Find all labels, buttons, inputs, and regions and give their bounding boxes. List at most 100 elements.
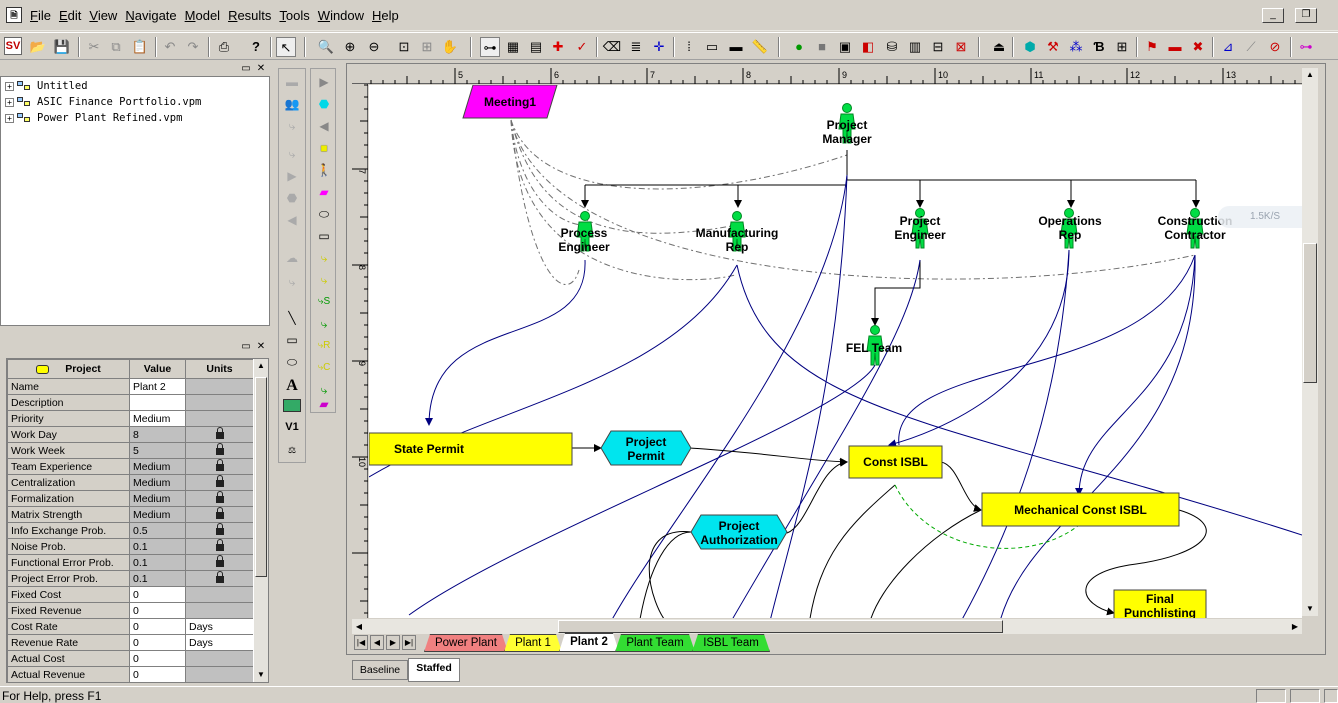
last-sheet-icon[interactable]: ▶| bbox=[402, 635, 416, 650]
property-value[interactable]: 0 bbox=[129, 634, 186, 651]
eraser-icon[interactable]: ⌫ bbox=[602, 39, 622, 54]
paste-icon[interactable]: 📋 bbox=[131, 39, 149, 54]
milestone-icon[interactable]: ⬣ bbox=[318, 97, 330, 111]
expand-icon[interactable]: + bbox=[5, 113, 14, 123]
menu-window[interactable]: Window bbox=[317, 8, 365, 23]
rectangle-icon[interactable]: ▭ bbox=[286, 333, 298, 347]
property-value[interactable]: Medium bbox=[129, 490, 186, 507]
cost-icon[interactable]: ⛁ bbox=[886, 39, 898, 54]
property-row[interactable]: Noise Prob.0.1 bbox=[7, 538, 254, 555]
team-icon[interactable]: 👥 bbox=[284, 97, 300, 111]
save-icon[interactable]: 💾 bbox=[53, 39, 71, 54]
expand-icon[interactable]: + bbox=[5, 81, 14, 91]
milestone-end-icon[interactable]: ◀ bbox=[319, 119, 329, 133]
layers-icon[interactable]: ≣ bbox=[630, 39, 642, 54]
scroll-down-icon[interactable]: ▼ bbox=[1306, 604, 1314, 613]
pane-close-icon[interactable]: ✕ bbox=[256, 63, 266, 74]
property-value[interactable] bbox=[129, 394, 186, 411]
prev-sheet-icon[interactable]: ◀ bbox=[370, 635, 384, 650]
next-sheet-icon[interactable]: ▶ bbox=[386, 635, 400, 650]
pan-hand-icon[interactable]: ✋ bbox=[441, 39, 459, 54]
line-icon[interactable]: ╲ bbox=[288, 311, 296, 325]
property-value[interactable]: 8 bbox=[129, 426, 186, 443]
property-value[interactable]: 0.1 bbox=[129, 554, 186, 571]
canvas-horizontal-scrollbar[interactable]: ◀ ▶ bbox=[352, 619, 1302, 634]
cloud-icon[interactable]: ☁ bbox=[286, 251, 298, 265]
tree-item[interactable]: + Power Plant Refined.vpm bbox=[5, 111, 182, 125]
meeting-shape[interactable] bbox=[462, 85, 558, 119]
property-value[interactable]: 0 bbox=[129, 618, 186, 635]
property-value[interactable]: 0 bbox=[129, 586, 186, 603]
hexagon-icon[interactable]: ⬣ bbox=[286, 191, 298, 205]
property-value[interactable]: Medium bbox=[129, 506, 186, 523]
tree-item[interactable]: + ASIC Finance Portfolio.vpm bbox=[5, 95, 201, 109]
bar-icon[interactable]: ▬ bbox=[1168, 39, 1182, 54]
property-row[interactable]: Functional Error Prob.0.1 bbox=[7, 554, 254, 571]
menu-navigate[interactable]: Navigate bbox=[125, 8, 177, 23]
property-value[interactable]: 5 bbox=[129, 442, 186, 459]
link-icon[interactable]: ⤷ bbox=[288, 119, 296, 133]
flag-icon[interactable]: ⚑ bbox=[1146, 39, 1158, 54]
property-value[interactable]: Medium bbox=[129, 474, 186, 491]
menu-model[interactable]: Model bbox=[184, 8, 221, 23]
lock-icon[interactable] bbox=[215, 555, 224, 567]
milestone-start-icon[interactable]: ▶ bbox=[319, 75, 329, 89]
sheet-tab-plant-team[interactable]: Plant Team bbox=[615, 634, 695, 652]
dotted-grid-icon[interactable]: ⁞ bbox=[687, 39, 691, 54]
run-icon[interactable]: ● bbox=[795, 39, 803, 54]
property-value[interactable]: 0 bbox=[129, 666, 186, 682]
lock-icon[interactable] bbox=[215, 539, 224, 551]
meeting-icon[interactable]: ▰ bbox=[319, 185, 329, 199]
link-icon[interactable]: ⤷ bbox=[288, 275, 296, 289]
pane-close-icon[interactable]: ✕ bbox=[256, 341, 266, 352]
minimize-button[interactable]: _ bbox=[1262, 8, 1284, 23]
org-chart-icon[interactable]: ⊶ bbox=[1299, 39, 1313, 54]
property-value[interactable]: 0 bbox=[129, 602, 186, 619]
scroll-down-icon[interactable]: ▼ bbox=[257, 670, 265, 679]
sheet-tab-isbl-team[interactable]: ISBL Team bbox=[692, 634, 770, 652]
r-link-icon[interactable]: ⤷R bbox=[317, 340, 331, 351]
lock-icon[interactable] bbox=[215, 427, 224, 439]
property-value[interactable]: Medium bbox=[129, 458, 186, 475]
property-row[interactable]: Info Exchange Prob.0.5 bbox=[7, 522, 254, 539]
scroll-up-icon[interactable]: ▲ bbox=[1306, 70, 1314, 79]
lock-icon[interactable] bbox=[215, 443, 224, 455]
copy-icon[interactable]: ⧉ bbox=[111, 39, 121, 54]
scroll-thumb[interactable] bbox=[1303, 243, 1317, 383]
grid-view-icon[interactable]: ▦ bbox=[506, 39, 520, 54]
property-value[interactable]: 0.5 bbox=[129, 522, 186, 539]
property-value[interactable]: 0.1 bbox=[129, 570, 186, 587]
image-icon[interactable] bbox=[283, 399, 301, 412]
backlog-icon[interactable]: ▥ bbox=[908, 39, 922, 54]
menu-edit[interactable]: Edit bbox=[58, 8, 82, 23]
expand-icon[interactable]: + bbox=[5, 97, 14, 107]
lock-icon[interactable] bbox=[215, 523, 224, 535]
arrow-shape-icon[interactable]: ▶ bbox=[287, 169, 297, 183]
meeting-link-icon[interactable]: ▰ bbox=[319, 397, 329, 411]
link-icon[interactable]: ⤷ bbox=[320, 383, 328, 397]
ellipse-icon[interactable]: ⬭ bbox=[286, 355, 298, 369]
spellcheck-icon[interactable]: ✓ bbox=[576, 39, 588, 54]
lock-icon[interactable] bbox=[215, 571, 224, 583]
final-punchlisting-task[interactable] bbox=[1113, 589, 1207, 618]
pane-restore-icon[interactable]: ▭ bbox=[241, 341, 251, 352]
help-icon[interactable]: ? bbox=[252, 39, 260, 54]
property-value[interactable]: 0 bbox=[129, 650, 186, 667]
ruler-icon[interactable]: 📏 bbox=[751, 39, 769, 54]
version-icon[interactable]: V1 bbox=[285, 421, 299, 433]
menu-file[interactable]: File bbox=[30, 8, 51, 23]
report-icon[interactable]: ⊠ bbox=[955, 39, 967, 54]
scroll-left-icon[interactable]: ◀ bbox=[355, 622, 363, 631]
zoom-page-icon[interactable]: ⊞ bbox=[421, 39, 433, 54]
c-link-icon[interactable]: ⤷C bbox=[317, 362, 331, 373]
